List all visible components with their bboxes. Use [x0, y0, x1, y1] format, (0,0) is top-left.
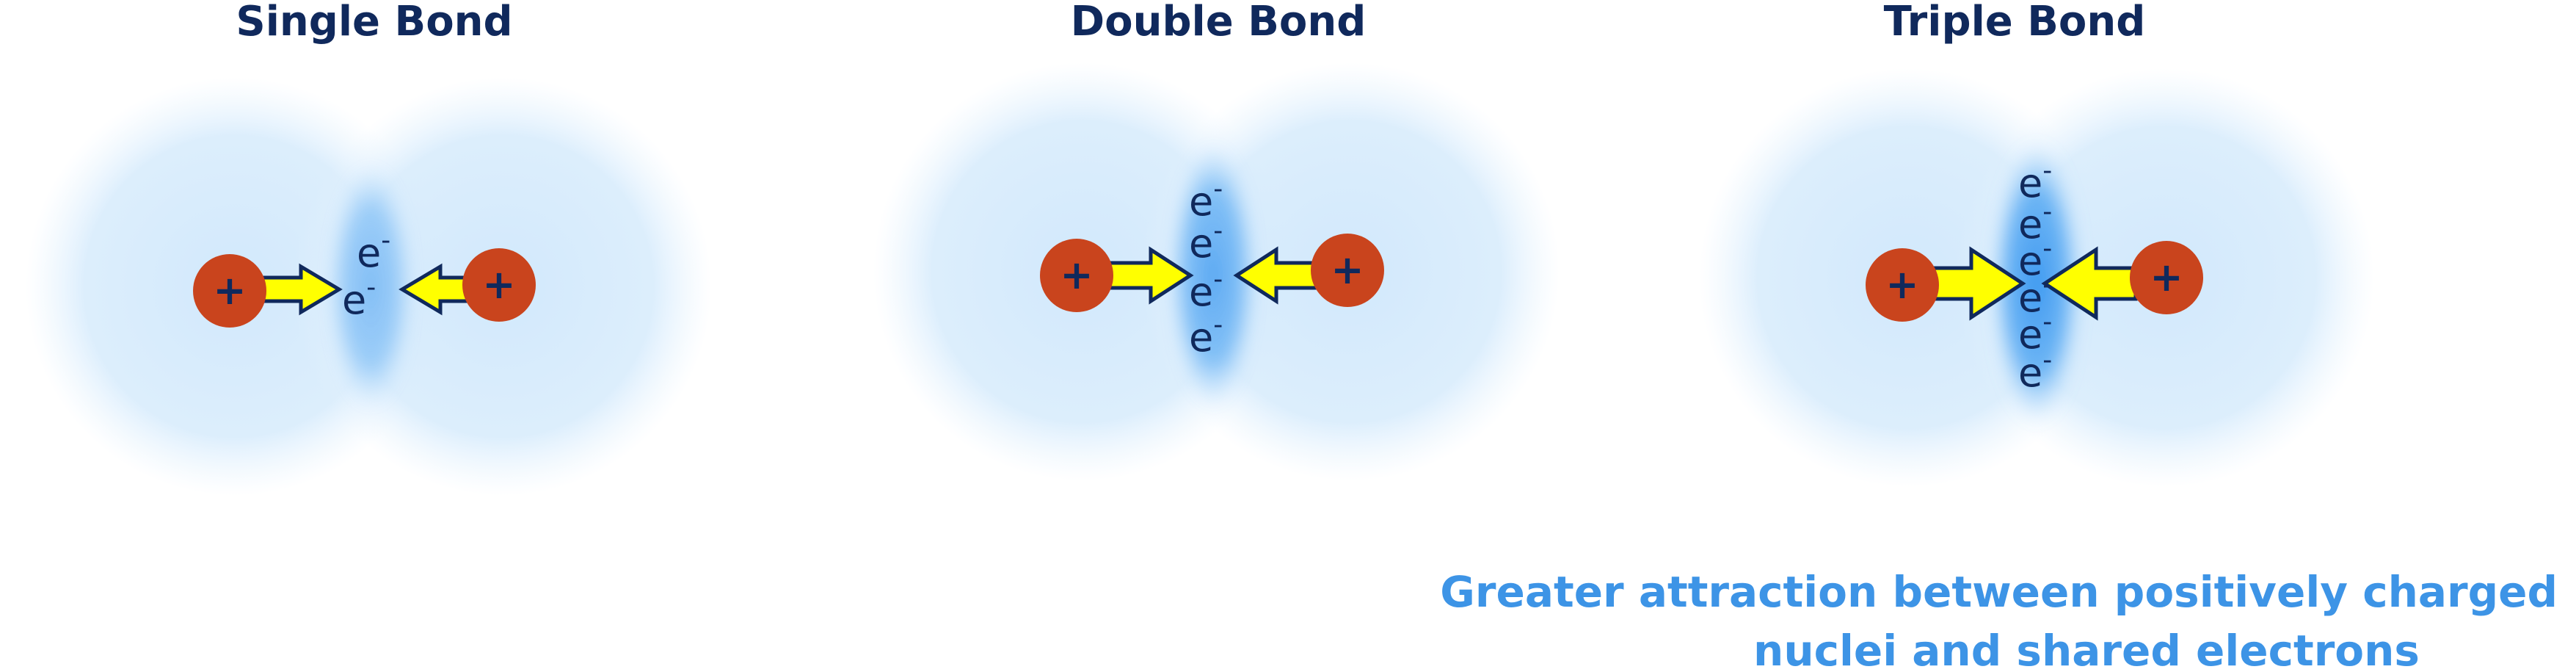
caption: Greater attraction between positively ch… [1440, 567, 2558, 672]
shared-electron-region [1991, 143, 2082, 422]
attraction-arrow-icon [1233, 246, 1320, 305]
nucleus-label: + [1331, 247, 1364, 293]
electron-label: e- [1189, 264, 1223, 315]
electron-label: e- [342, 272, 376, 323]
shared-electrons: e- e- e- e- e- e- [2018, 156, 2052, 396]
nucleus-icon [1311, 234, 1384, 307]
shared-electrons: e- e- e- e- [1189, 174, 1223, 361]
panel-title-triple: Triple Bond [1884, 0, 2146, 46]
nucleus-label: + [2150, 254, 2183, 300]
panel-triple: Triple Bond + + e- e- e- e- e- e- [1699, 0, 2374, 487]
caption-line-1: Greater attraction between positively ch… [1440, 567, 2558, 617]
attraction-arrow-icon [2041, 246, 2138, 321]
nucleus-icon [1040, 239, 1113, 312]
electron-label: e- [2018, 197, 2052, 248]
attraction-arrow-icon [1929, 246, 2026, 321]
nucleus-label: + [213, 267, 246, 314]
nucleus-icon [2130, 241, 2203, 314]
electron-label: e- [1189, 216, 1223, 267]
electron-label: e- [2018, 345, 2052, 396]
shared-electron-region [1169, 143, 1257, 408]
panel-double: Double Bond + + e- e- e- e- [873, 0, 1560, 481]
panel-single: Single Bond + + e- e- [26, 0, 712, 496]
nucleus-label: + [1060, 252, 1093, 298]
panel-title-double: Double Bond [1071, 0, 1367, 46]
electron-label: e- [2018, 307, 2052, 358]
attraction-arrow-icon [1107, 246, 1194, 305]
caption-line-2: nuclei and shared electrons [1753, 626, 2420, 672]
electron-label: e- [357, 225, 390, 276]
attraction-arrow-icon [261, 263, 343, 316]
nucleus-icon [462, 248, 536, 322]
electron-label: e- [2018, 270, 2052, 321]
nucleus-icon [1866, 248, 1939, 322]
electron-label: e- [1189, 310, 1223, 361]
nucleus-label: + [482, 261, 515, 308]
nucleus-icon [193, 254, 266, 328]
electron-label: e- [2018, 234, 2052, 284]
panel-title-single: Single Bond [236, 0, 512, 46]
nucleus-label: + [1885, 261, 1918, 308]
shared-electrons: e- e- [342, 225, 390, 323]
electron-label: e- [2018, 156, 2052, 206]
shared-electron-region [328, 165, 413, 408]
electron-label: e- [1189, 174, 1223, 225]
